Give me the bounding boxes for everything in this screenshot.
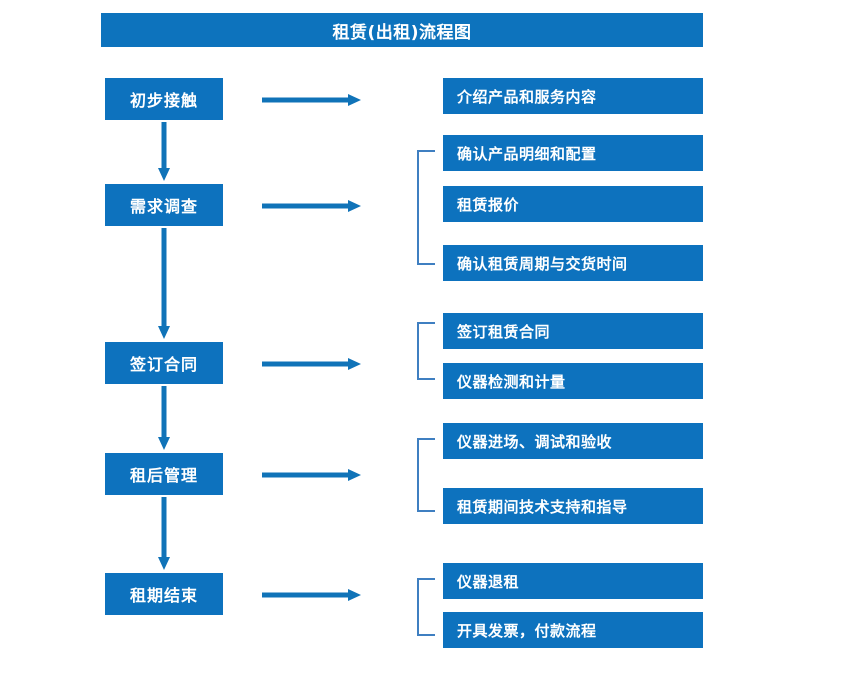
right-arrow-5 <box>262 587 362 601</box>
stage-box-3[interactable]: 签订合同 <box>105 342 223 384</box>
right-arrow-3 <box>262 356 362 370</box>
stage-box-1[interactable]: 初步接触 <box>105 78 223 120</box>
detail-box-3[interactable]: 租赁报价 <box>443 186 703 222</box>
right-arrow-1 <box>262 92 362 106</box>
stage-box-4[interactable]: 租后管理 <box>105 453 223 495</box>
group-bracket-3 <box>416 438 436 512</box>
detail-box-1[interactable]: 介绍产品和服务内容 <box>443 78 703 114</box>
stage-box-5[interactable]: 租期结束 <box>105 573 223 615</box>
group-bracket-1 <box>416 150 436 265</box>
down-arrow-2 <box>157 228 171 340</box>
stage-box-2[interactable]: 需求调查 <box>105 184 223 226</box>
right-arrow-2 <box>262 198 362 212</box>
detail-box-9[interactable]: 仪器退租 <box>443 563 703 599</box>
detail-box-10[interactable]: 开具发票，付款流程 <box>443 612 703 648</box>
down-arrow-3 <box>157 386 171 451</box>
detail-box-7[interactable]: 仪器进场、调试和验收 <box>443 423 703 459</box>
group-bracket-2 <box>416 322 436 380</box>
down-arrow-4 <box>157 497 171 571</box>
detail-box-2[interactable]: 确认产品明细和配置 <box>443 135 703 171</box>
detail-box-6[interactable]: 仪器检测和计量 <box>443 363 703 399</box>
detail-box-5[interactable]: 签订租赁合同 <box>443 313 703 349</box>
right-arrow-4 <box>262 467 362 481</box>
group-bracket-4 <box>416 578 436 636</box>
page-title: 租赁(出租)流程图 <box>101 13 703 47</box>
down-arrow-1 <box>157 122 171 182</box>
detail-box-8[interactable]: 租赁期间技术支持和指导 <box>443 488 703 524</box>
detail-box-4[interactable]: 确认租赁周期与交货时间 <box>443 245 703 281</box>
